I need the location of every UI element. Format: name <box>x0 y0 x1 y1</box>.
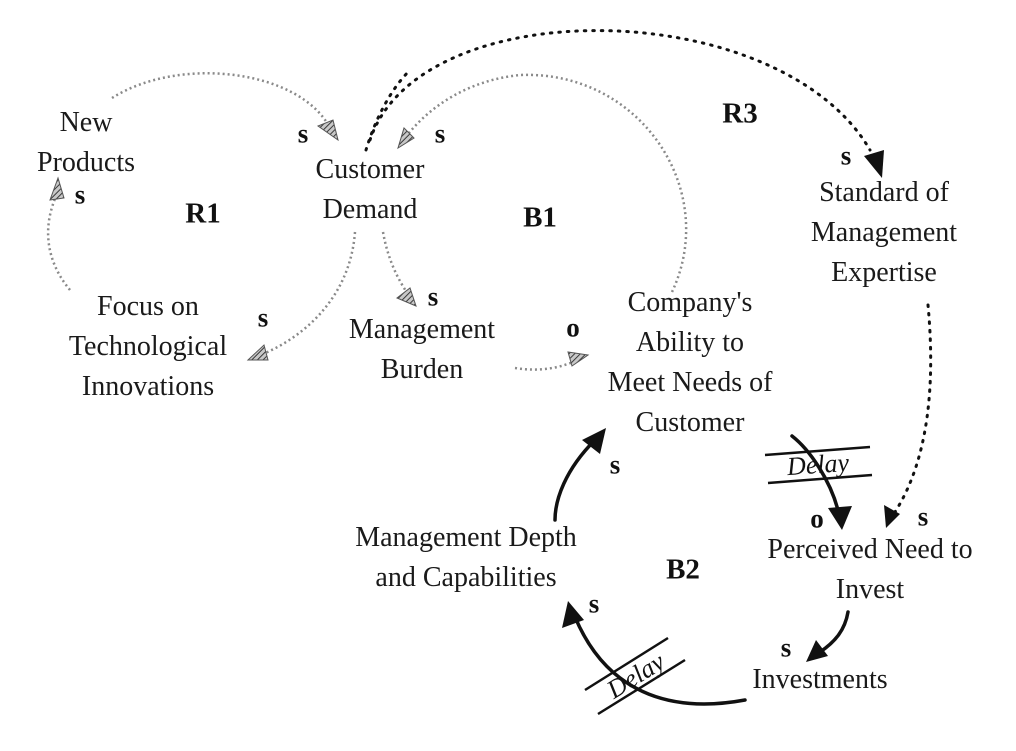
arrowhead-burden-to-ability <box>567 351 590 367</box>
polarity-burden-to-ability: o <box>566 312 580 343</box>
link-new-products-to-customer-demand <box>111 72 332 129</box>
link-standard-to-perceived-need <box>891 303 933 517</box>
link-depth-to-ability <box>553 438 597 522</box>
polarity-demand-to-standard: s <box>840 140 852 171</box>
link-customer-demand-to-standard <box>368 29 872 152</box>
arrowhead-to-depth <box>562 601 584 628</box>
delay-mark-top-line-2 <box>767 473 873 485</box>
arrowhead-to-perceived-need <box>884 505 900 528</box>
polarity-standard-to-need: s <box>917 501 929 532</box>
link-investments-to-depth <box>573 615 747 706</box>
loop-label-r3: R3 <box>722 97 758 130</box>
arrowhead-ability-to-demand <box>397 127 415 150</box>
arrowhead-to-standard <box>864 150 884 178</box>
link-customer-demand-to-burden <box>381 231 412 298</box>
loop-label-b2: B2 <box>666 553 700 586</box>
polarity-ability-to-demand: s <box>434 118 446 149</box>
link-burden-to-ability <box>514 358 579 371</box>
link-ability-to-customer-demand <box>404 73 688 293</box>
polarity-ability-to-need: o <box>810 503 824 534</box>
polarity-new-products-to-demand: s <box>297 118 309 149</box>
link-perceived-need-to-investments <box>818 610 850 654</box>
loop-label-b1: B1 <box>523 201 557 234</box>
delay-mark-bottom-line-2 <box>597 658 686 716</box>
delay-mark-top-line-1 <box>764 445 871 457</box>
arrowhead-to-perceived-need-solid <box>828 506 852 530</box>
arrowhead-new-products-to-demand <box>316 119 339 142</box>
node-investments: Investments <box>752 664 888 695</box>
link-demand-dotted-start <box>364 68 412 152</box>
delay-label-top: Delay <box>785 447 850 482</box>
polarity-focus-to-new-products: s <box>74 179 86 210</box>
arrowhead-demand-to-focus <box>246 344 269 361</box>
polarity-depth-to-ability: s <box>609 449 621 480</box>
link-ability-to-perceived-need <box>790 434 840 512</box>
delay-mark-bottom-line-1 <box>584 636 669 692</box>
arrowhead-to-ability <box>582 428 606 454</box>
polarity-demand-to-burden: s <box>427 281 439 312</box>
polarity-need-to-investments: s <box>780 632 792 663</box>
arrowhead-to-investments <box>806 640 828 662</box>
arrowhead-focus-to-new-products <box>49 176 65 201</box>
arrowhead-demand-to-burden <box>396 287 417 307</box>
link-customer-demand-to-focus-tech <box>257 231 357 358</box>
polarity-demand-to-focus: s <box>257 302 269 333</box>
loop-label-r1: R1 <box>185 197 221 230</box>
polarity-investments-to-depth: s <box>588 588 600 619</box>
link-focus-tech-to-new-products <box>46 191 71 291</box>
